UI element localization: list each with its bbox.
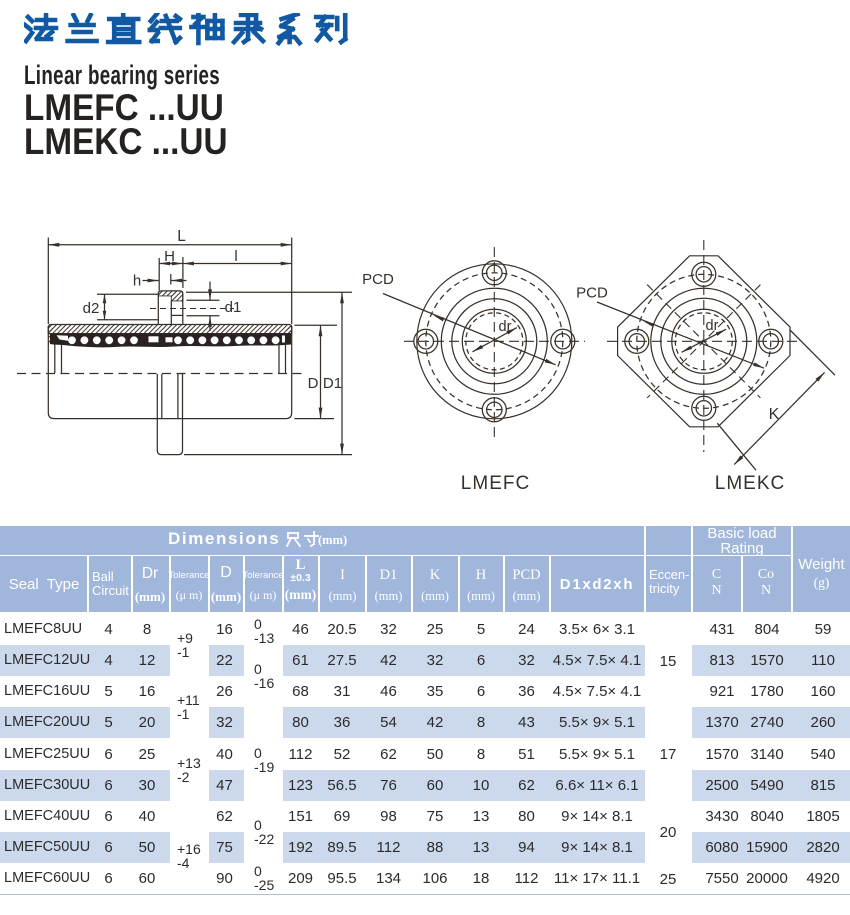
svg-text:LMEFC: LMEFC [461, 473, 530, 494]
svg-text:L: L [177, 228, 186, 245]
svg-text:h: h [133, 273, 141, 290]
svg-text:dr: dr [499, 319, 512, 335]
svg-text:l: l [234, 248, 237, 265]
svg-text:d1: d1 [225, 299, 242, 316]
svg-text:d2: d2 [83, 300, 100, 317]
svg-text:D: D [308, 375, 319, 392]
svg-text:PCD: PCD [362, 271, 394, 288]
svg-text:LMEKC: LMEKC [715, 473, 785, 494]
svg-text:dr: dr [706, 318, 719, 334]
svg-text:PCD: PCD [576, 285, 608, 302]
svg-text:H: H [164, 248, 175, 265]
svg-text:K: K [769, 406, 780, 423]
svg-text:D1: D1 [323, 375, 342, 392]
